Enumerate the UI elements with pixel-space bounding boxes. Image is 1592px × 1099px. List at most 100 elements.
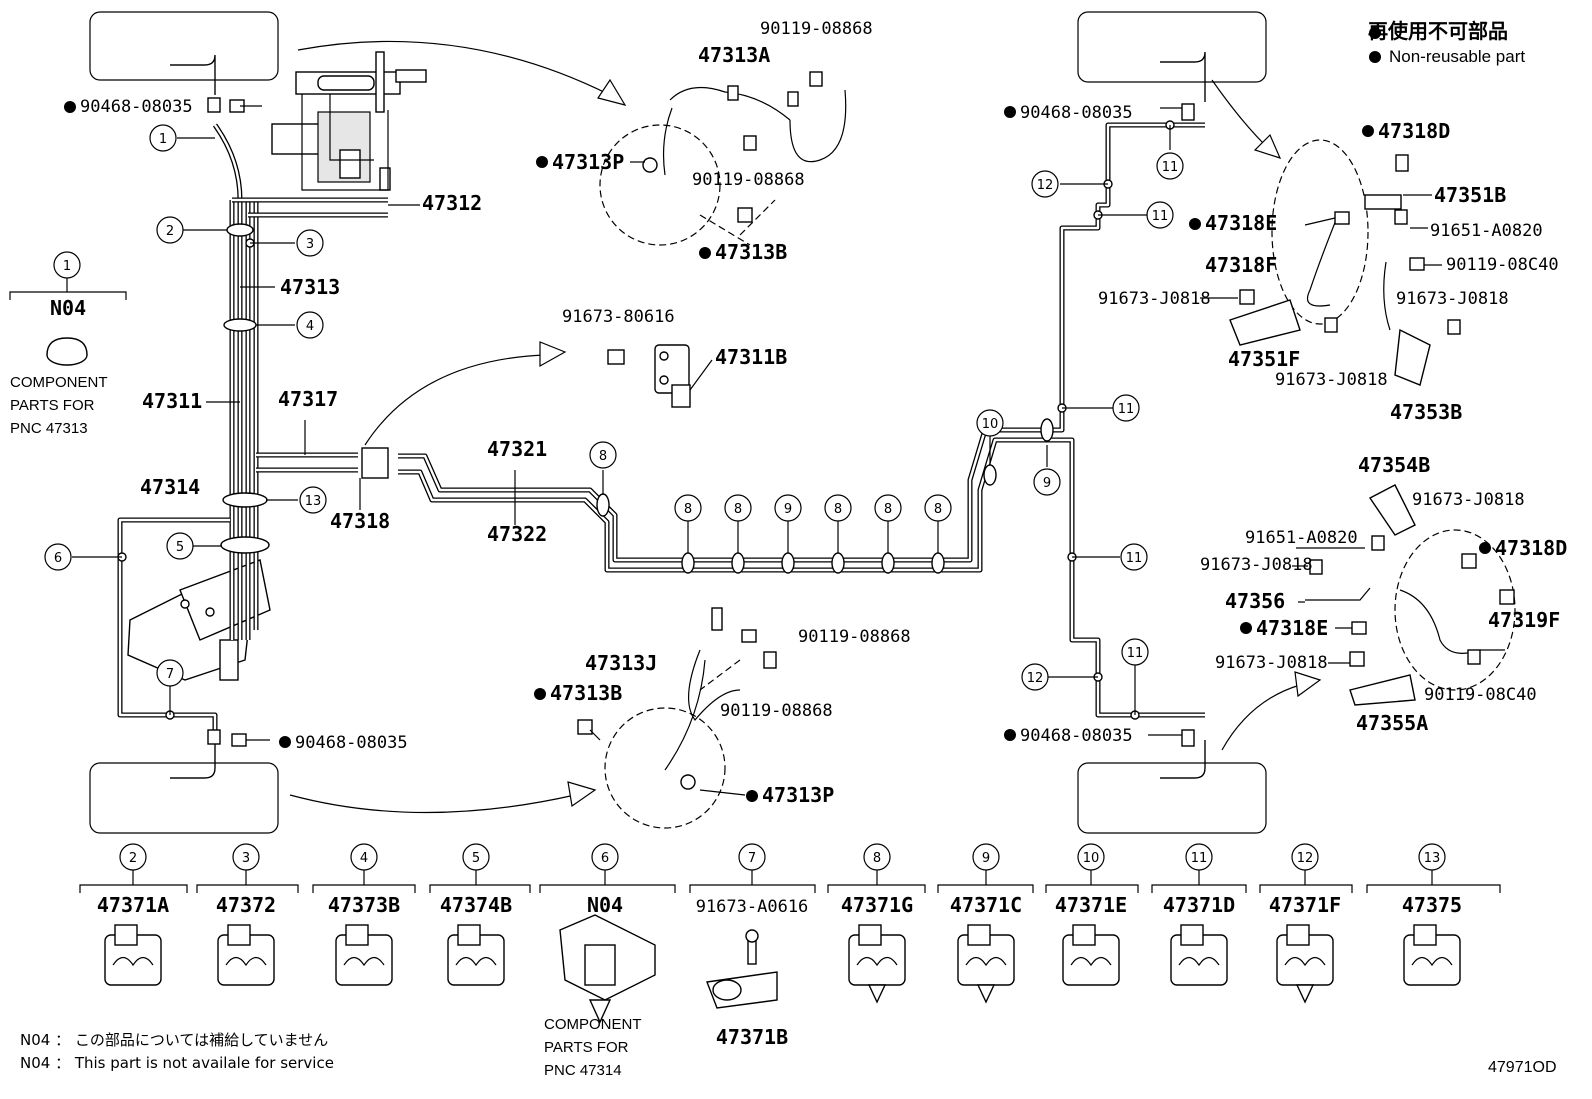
callout-number: 9	[982, 851, 990, 866]
callout-number: 7	[748, 851, 756, 866]
callout-number: 11	[1126, 551, 1143, 566]
bottom-part-label: 47371A	[97, 893, 169, 917]
label-47318E-top: 47318E	[1205, 211, 1277, 235]
label-91673-J0818-a: 91673-J0818	[1098, 289, 1211, 309]
clip-icon	[335, 924, 393, 986]
callout-number: 10	[1083, 851, 1100, 866]
clip-icon	[104, 924, 162, 986]
note-n04-en: N04 ： This part is not availale for serv…	[20, 1054, 334, 1072]
callout-number: 1	[63, 259, 71, 274]
label-47351B: 47351B	[1434, 183, 1506, 207]
callout-number: 5	[176, 540, 184, 555]
component-note-47313	[9, 278, 127, 366]
callout-circle	[296, 229, 324, 257]
callout-circle	[44, 543, 72, 571]
label-47322: 47322	[487, 522, 547, 546]
label-47318F: 47318F	[1205, 253, 1277, 277]
label-47311B: 47311B	[715, 345, 787, 369]
bracket-line	[1151, 884, 1247, 893]
bottom-part-sublabel: 47371B	[716, 1025, 788, 1049]
callout-number: 10	[982, 417, 999, 432]
label-90119-08C40-top: 90119-08C40	[1446, 255, 1559, 275]
label-47318: 47318	[330, 509, 390, 533]
legend-jp-text: 再使用不可部品	[1368, 19, 1508, 43]
callout-number: 4	[306, 319, 314, 334]
callout-number: 8	[734, 502, 742, 517]
callout-number: 11	[1162, 160, 1179, 175]
non-reusable-dot-icon	[534, 688, 546, 700]
flow-arrows	[289, 40, 1322, 814]
label-47318D-bottom: 47318D	[1495, 536, 1567, 560]
master-cylinder-assembly	[271, 51, 427, 191]
non-reusable-dot-icon	[1479, 542, 1491, 554]
clip-icon	[1170, 924, 1228, 986]
non-reusable-dot-icon	[699, 247, 711, 259]
callout-number: 2	[129, 851, 137, 866]
label-90468-tr: 90468-08035	[1020, 103, 1133, 123]
clip-icon	[706, 929, 778, 1009]
callout-number: 9	[784, 502, 792, 517]
detail-sketch-tr	[1229, 154, 1461, 386]
callout-circle	[1033, 468, 1061, 496]
callout-circle	[299, 486, 327, 514]
label-90119-08868-d: 90119-08868	[720, 701, 833, 721]
label-47351F: 47351F	[1228, 347, 1300, 371]
non-reusable-dot-icon	[64, 101, 76, 113]
label-91673-80616: 91673-80616	[562, 307, 675, 327]
bracket-line	[429, 884, 531, 893]
bracket-line	[1259, 884, 1353, 893]
callout-number: 1	[159, 132, 167, 147]
diagram-code: 47971OD	[1488, 1059, 1557, 1076]
component-note-line2: PARTS FOR	[10, 397, 95, 414]
label-47319F: 47319F	[1488, 608, 1560, 632]
clip-icon	[217, 924, 275, 986]
label-47313P-bottom: 47313P	[762, 783, 834, 807]
callout-circle	[1156, 152, 1184, 180]
non-reusable-dot-icon	[536, 156, 548, 168]
callout-number: 8	[599, 449, 607, 464]
label-47313B-top: 47313B	[715, 240, 787, 264]
callout-circle	[774, 494, 802, 522]
callout-circle	[674, 494, 702, 522]
callout-number: 6	[54, 551, 62, 566]
label-47313: 47313	[280, 275, 340, 299]
bottom-part-label: 47371E	[1055, 893, 1127, 917]
component-note-line3: PNC 47313	[10, 420, 88, 437]
callout-circle	[149, 124, 177, 152]
callout-circle	[166, 532, 194, 560]
brake-box-rear-left	[89, 742, 279, 834]
callout-number: 11	[1118, 402, 1135, 417]
clip-icon	[1276, 924, 1334, 1004]
legend-dot-icon	[1369, 27, 1381, 39]
callout-circle	[976, 409, 1004, 437]
junction-block-47318	[361, 447, 389, 479]
callout-number: 12	[1027, 671, 1044, 686]
bottom-part-label: 47372	[216, 893, 276, 917]
note-n04-jp: N04 ： この部品については補給していません	[20, 1031, 328, 1049]
bracket-line	[1366, 884, 1501, 893]
callout-number: 8	[684, 502, 692, 517]
label-91673-J0818-e: 91673-J0818	[1200, 555, 1313, 575]
label-47313J: 47313J	[585, 651, 657, 675]
bottom-part-label: 47371D	[1163, 893, 1235, 917]
non-reusable-dot-icon	[1362, 125, 1374, 137]
bottom-part-label: 47373B	[328, 893, 400, 917]
non-reusable-dot-icon	[279, 736, 291, 748]
label-47311: 47311	[142, 389, 202, 413]
callout-circle	[589, 441, 617, 469]
brake-box-rear-right	[1077, 740, 1267, 834]
callout-circle	[1121, 638, 1149, 666]
label-90468-bl: 90468-08035	[295, 733, 408, 753]
bracket-line	[312, 884, 416, 893]
bottom-part-icons	[104, 914, 1461, 1024]
label-47317: 47317	[278, 387, 338, 411]
component-line1: COMPONENT	[544, 1016, 642, 1033]
callout-number: 11	[1152, 209, 1169, 224]
bottom-part-label: 47371F	[1269, 893, 1341, 917]
label-91651-A0820-top: 91651-A0820	[1430, 221, 1543, 241]
label-90119-08868-a: 90119-08868	[760, 19, 873, 39]
non-reusable-dot-icon	[1004, 106, 1016, 118]
label-91673-J0818-d: 91673-J0818	[1412, 490, 1525, 510]
